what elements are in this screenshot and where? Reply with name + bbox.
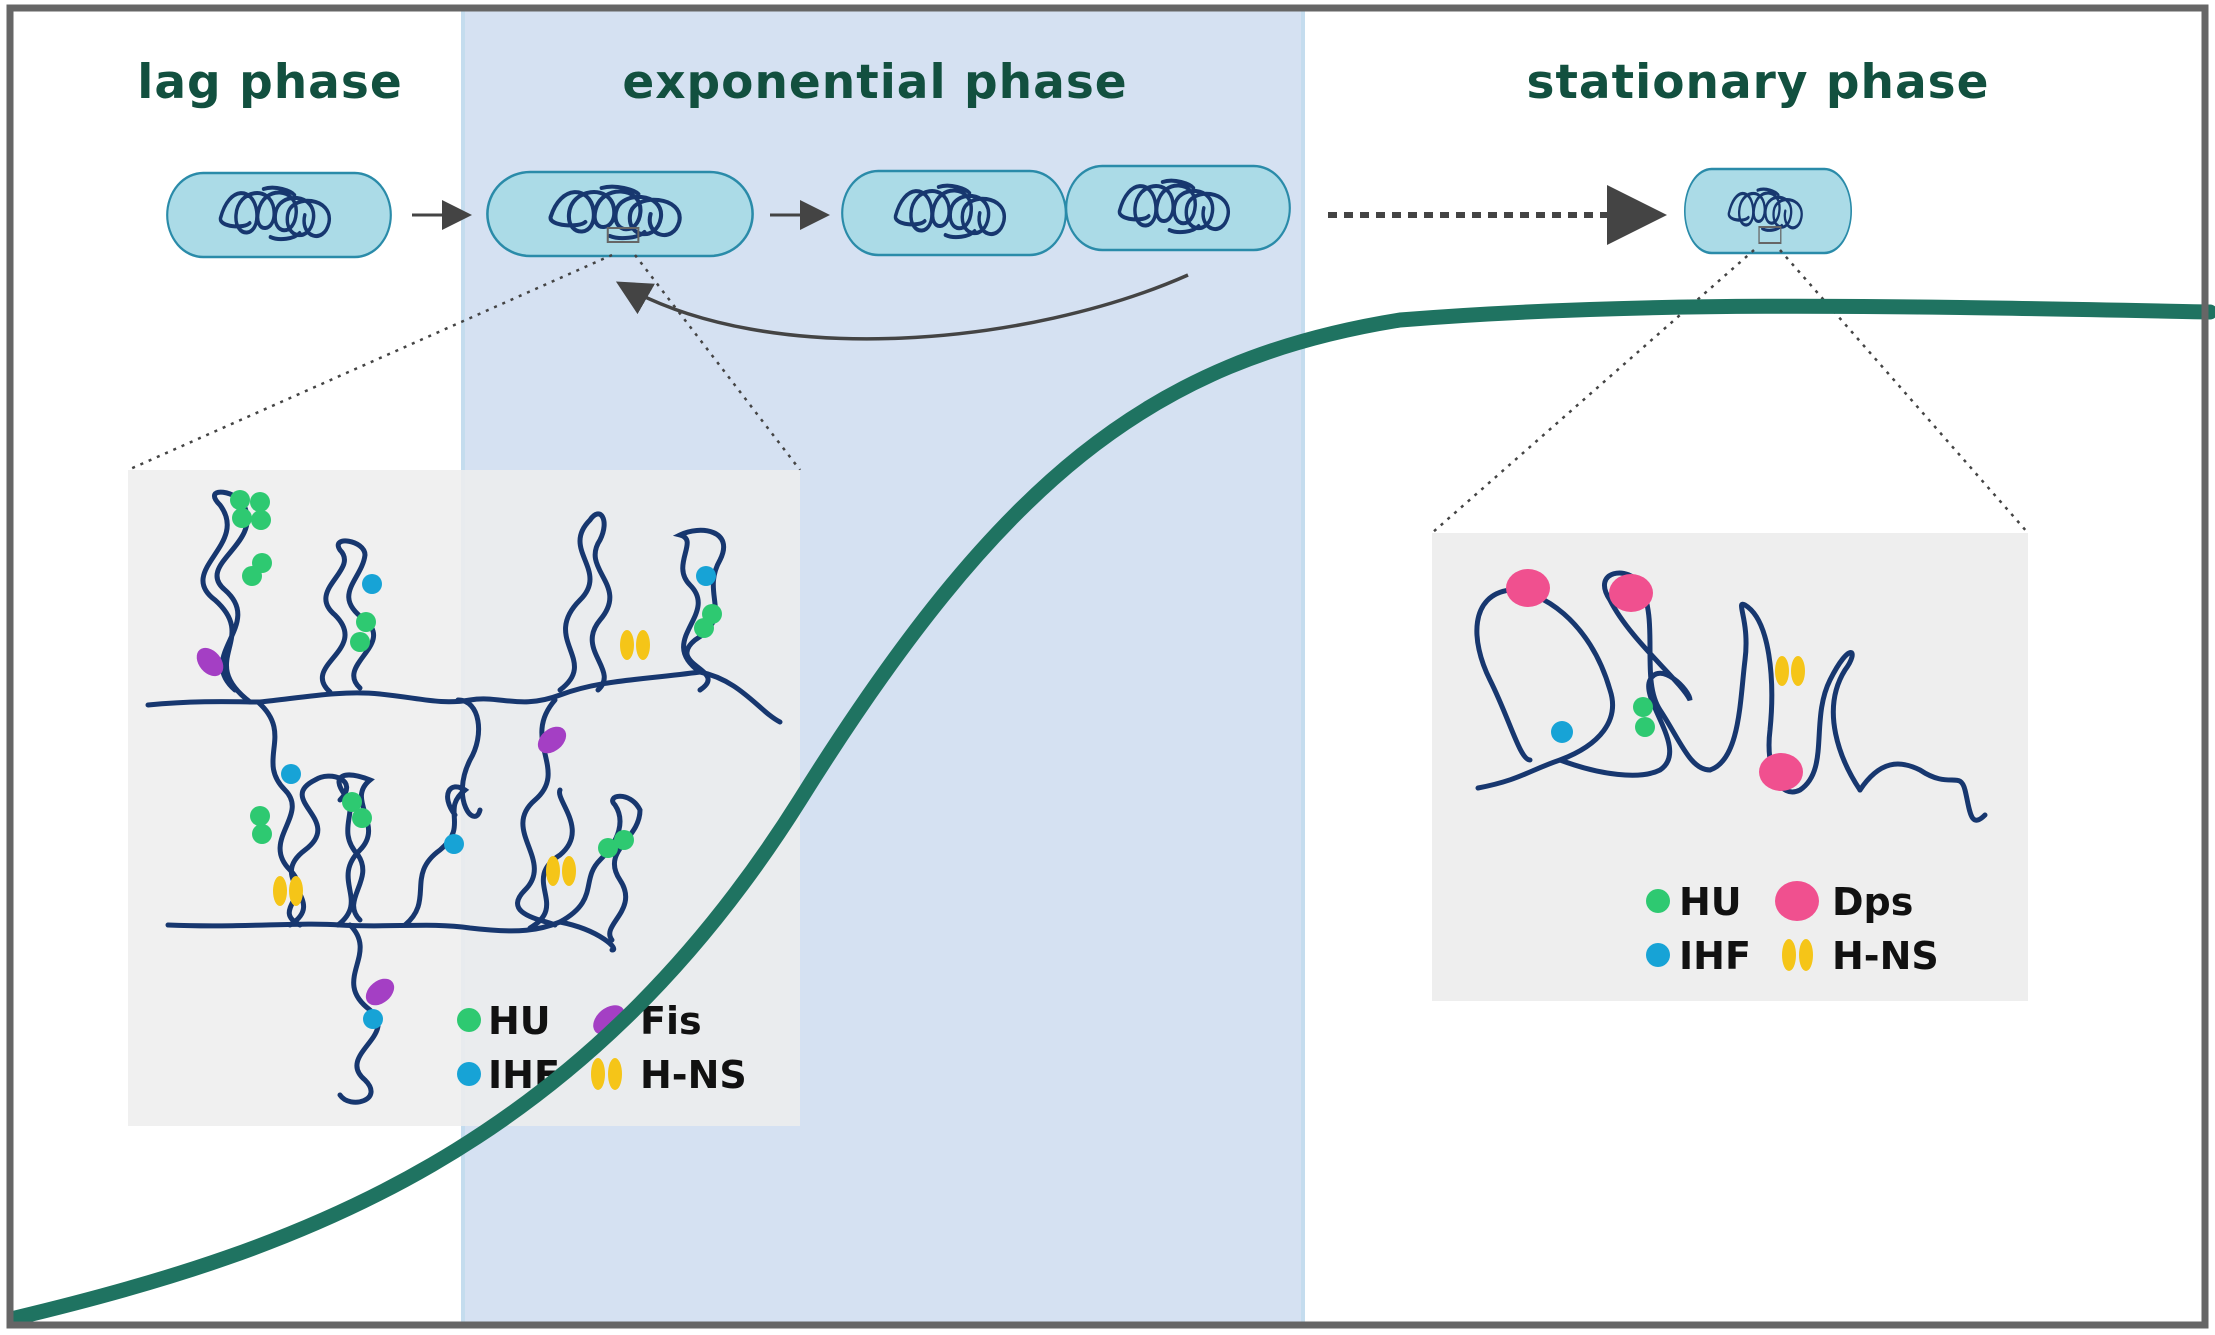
- lag-cell: [165, 171, 393, 259]
- stat-legend-dps-marker: [1775, 881, 1819, 921]
- stationary-phase-label: stationary phase: [1526, 55, 1989, 110]
- exp-legend: HU Fis IHF H-NS: [457, 999, 747, 1097]
- zoom-line-stat-left: [1431, 249, 1755, 534]
- outer-frame: [6, 4, 2209, 1329]
- legend-hu-marker: [457, 1008, 481, 1032]
- legend-hns-label: H-NS: [640, 1053, 747, 1097]
- stat-hu-proteins: [1633, 697, 1655, 737]
- stat-ihf-proteins: [1551, 721, 1573, 743]
- hu-proteins: [230, 490, 722, 858]
- lag-phase-label: lag phase: [137, 55, 403, 110]
- ihf-proteins: [281, 566, 716, 1029]
- growth-curve[interactable]: [7, 298, 2215, 1326]
- stat-legend-ihf-marker: [1646, 943, 1670, 967]
- legend-hns-marker-b: [608, 1058, 622, 1090]
- zoom-line-left: [127, 253, 613, 472]
- stat-legend-hns-marker-b: [1799, 939, 1813, 971]
- legend-hns-marker-a: [591, 1058, 605, 1090]
- exponential-phase-label: exponential phase: [622, 55, 1127, 110]
- stationary-nucleoid-inset: HU Dps IHF H-NS: [1432, 533, 2028, 1001]
- stationary-cell: [1683, 167, 1853, 255]
- legend-ihf-marker: [457, 1062, 481, 1086]
- stat-legend: HU Dps IHF H-NS: [1646, 880, 1939, 978]
- legend-hu-label: HU: [488, 999, 551, 1043]
- zoom-line-right: [634, 254, 801, 471]
- fis-proteins: [196, 647, 567, 1006]
- hns-proteins: [273, 630, 650, 906]
- stat-legend-hns-marker-a: [1782, 939, 1796, 971]
- legend-fis-label: Fis: [640, 999, 702, 1043]
- exponential-cell: [486, 170, 754, 258]
- return-cycle-arrow: [615, 273, 1189, 341]
- stat-hns-proteins: [1775, 656, 1805, 686]
- zoom-line-stat-right: [1779, 249, 2029, 534]
- stat-legend-hns-label: H-NS: [1832, 934, 1939, 978]
- stat-dps-proteins: [1506, 569, 1803, 791]
- stat-legend-hu-label: HU: [1679, 880, 1742, 924]
- exponential-nucleoid-inset: HU Fis IHF H-NS: [128, 470, 800, 1126]
- dividing-cell-right: [1064, 164, 1292, 252]
- stat-legend-hu-marker: [1646, 889, 1670, 913]
- stat-legend-dps-label: Dps: [1832, 880, 1913, 924]
- dividing-cell-left: [840, 169, 1068, 257]
- stat-legend-ihf-label: IHF: [1679, 934, 1751, 978]
